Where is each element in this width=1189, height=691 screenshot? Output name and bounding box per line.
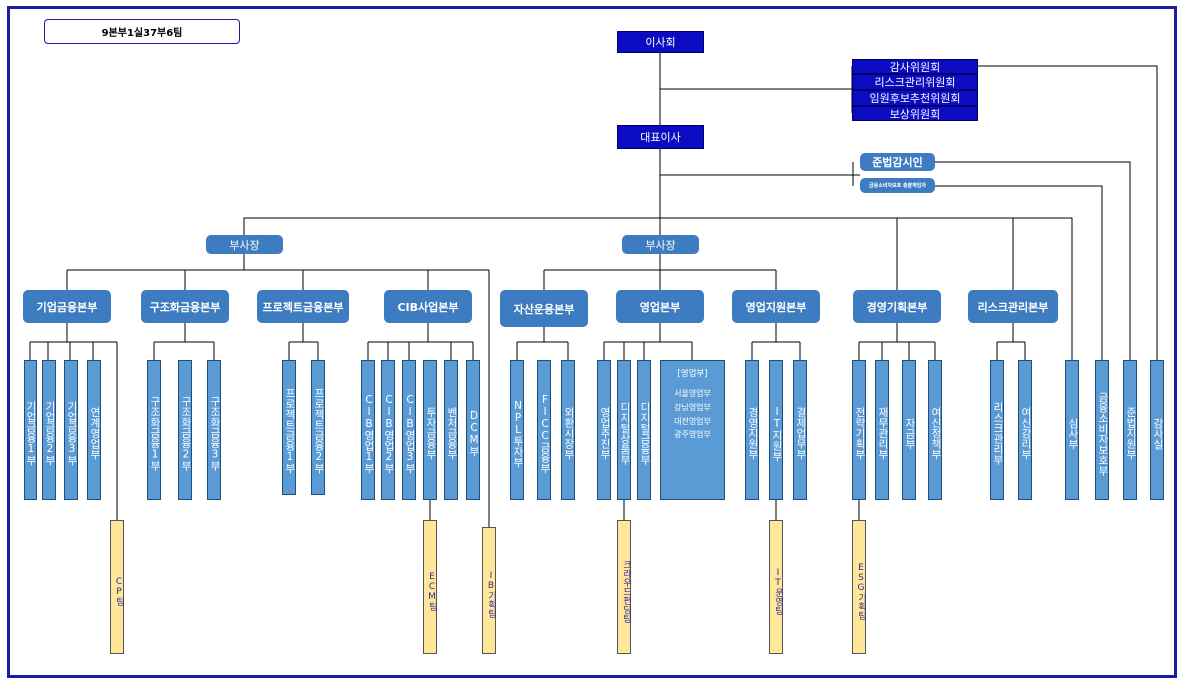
- department-box[interactable]: 디지털금융부: [637, 360, 651, 500]
- department-box[interactable]: 구조화금융3부: [207, 360, 221, 500]
- sales-branch-item: 대전영업부: [674, 416, 711, 426]
- department-box[interactable]: 투자금융부: [423, 360, 437, 500]
- team-box[interactable]: 크라우드펀딩팀: [617, 520, 631, 654]
- board-box[interactable]: 이사회: [617, 31, 704, 53]
- division-structured-finance[interactable]: 구조화금융본부: [141, 290, 229, 323]
- department-box[interactable]: NPL투자부: [510, 360, 524, 500]
- organization-count-label: 9본부1실37부6팀: [44, 19, 240, 44]
- department-box[interactable]: 여신감리부: [1018, 360, 1032, 500]
- department-box[interactable]: 기업금융3부: [64, 360, 78, 500]
- chart-frame: [7, 6, 1177, 678]
- department-box[interactable]: CIB영업3부: [402, 360, 416, 500]
- division-sales[interactable]: 영업본부: [616, 290, 704, 323]
- sales-branch-item: 강남영업부: [674, 403, 711, 413]
- department-box[interactable]: 전략기획부: [852, 360, 866, 500]
- nomination-committee-box[interactable]: 임원후보추천위원회: [852, 90, 978, 106]
- department-box[interactable]: 결제업무부: [793, 360, 807, 500]
- risk-committee-box[interactable]: 리스크관리위원회: [852, 74, 978, 90]
- division-asset-management[interactable]: 자산운용본부: [500, 290, 588, 327]
- department-box[interactable]: 리스크관리부: [990, 360, 1004, 500]
- department-box[interactable]: 감사실: [1150, 360, 1164, 500]
- division-management-planning[interactable]: 경영기획본부: [853, 290, 941, 323]
- department-box[interactable]: 프로젝트금융2부: [311, 360, 325, 495]
- consumer-protection-officer-box[interactable]: 금융소비자보호 총괄책임자: [860, 178, 935, 193]
- department-box[interactable]: 영업추진부: [597, 360, 611, 500]
- division-sales-support[interactable]: 영업지원본부: [732, 290, 820, 323]
- department-box[interactable]: 재무관리부: [875, 360, 889, 500]
- audit-committee-box[interactable]: 감사위원회: [852, 59, 978, 74]
- department-box[interactable]: 외환시장부: [561, 360, 575, 500]
- team-box[interactable]: IB기획팀: [482, 527, 496, 654]
- department-box[interactable]: 프로젝트금융1부: [282, 360, 296, 495]
- department-box[interactable]: DCM부: [466, 360, 480, 500]
- department-box[interactable]: 구조화금융2부: [178, 360, 192, 500]
- department-box[interactable]: CIB영업1부: [361, 360, 375, 500]
- division-corporate-finance[interactable]: 기업금융본부: [23, 290, 111, 323]
- department-box[interactable]: 벤처금융부: [444, 360, 458, 500]
- department-box[interactable]: 경영지원부: [745, 360, 759, 500]
- department-box[interactable]: 구조화금융1부: [147, 360, 161, 500]
- compensation-committee-box[interactable]: 보상위원회: [852, 106, 978, 121]
- ceo-box[interactable]: 대표이사: [617, 125, 704, 149]
- sales-branches-box[interactable]: [영업부] 서울영업부 강남영업부 대전영업부 광주영업부: [660, 360, 725, 500]
- department-box[interactable]: 금융소비자보호부: [1095, 360, 1109, 500]
- department-box[interactable]: CIB영업2부: [381, 360, 395, 500]
- department-box[interactable]: 연계영업부: [87, 360, 101, 500]
- team-box[interactable]: IT운영팀: [769, 520, 783, 654]
- department-box[interactable]: 기업금융1부: [24, 360, 37, 500]
- team-box[interactable]: ECM팀: [423, 520, 437, 654]
- team-box[interactable]: CP팀: [110, 520, 124, 654]
- sales-branches-title: [영업부]: [677, 369, 708, 379]
- sales-branch-item: 서울영업부: [674, 389, 711, 399]
- vice-president-right-box[interactable]: 부사장: [622, 235, 699, 254]
- compliance-officer-box[interactable]: 준법감시인: [860, 153, 935, 171]
- department-box[interactable]: 준법지원부: [1123, 360, 1137, 500]
- sales-branch-item: 광주영업부: [674, 430, 711, 440]
- department-box[interactable]: 심사부: [1065, 360, 1079, 500]
- department-box[interactable]: IT지원부: [769, 360, 783, 500]
- vice-president-left-box[interactable]: 부사장: [206, 235, 283, 254]
- department-box[interactable]: FICC금융부: [537, 360, 551, 500]
- department-box[interactable]: 여신정책부: [928, 360, 942, 500]
- department-box[interactable]: 자금부: [902, 360, 916, 500]
- department-box[interactable]: 기업금융2부: [42, 360, 56, 500]
- department-box[interactable]: 디지털상품부: [617, 360, 631, 500]
- division-cib[interactable]: CIB사업본부: [384, 290, 472, 323]
- division-risk-management[interactable]: 리스크관리본부: [968, 290, 1058, 323]
- team-box[interactable]: ESG기획팀: [852, 520, 866, 654]
- division-project-finance[interactable]: 프로젝트금융본부: [257, 290, 349, 323]
